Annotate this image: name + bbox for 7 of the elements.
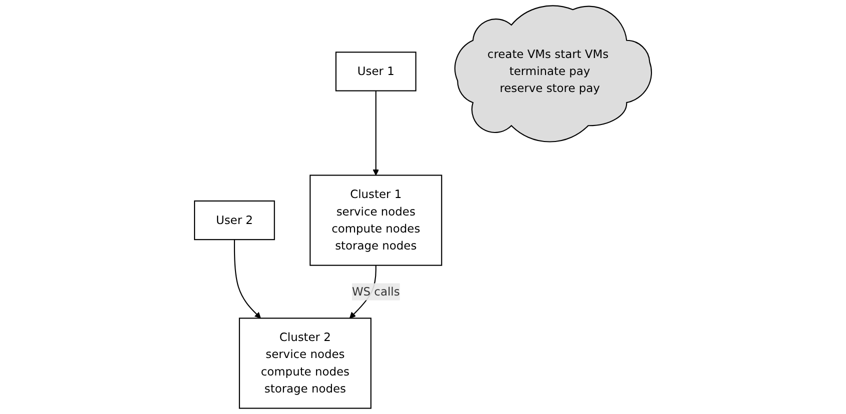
arrow <box>234 240 261 318</box>
node-box: Cluster 1 service nodes compute nodes storage nodes <box>310 174 442 266</box>
edge-label: WS calls <box>352 284 400 298</box>
arrow <box>372 90 380 176</box>
node-box: Cluster 2 service nodes compute nodes storage nodes <box>238 318 372 409</box>
node-box: User 2 <box>194 200 275 240</box>
node-box: User 1 <box>335 52 416 92</box>
